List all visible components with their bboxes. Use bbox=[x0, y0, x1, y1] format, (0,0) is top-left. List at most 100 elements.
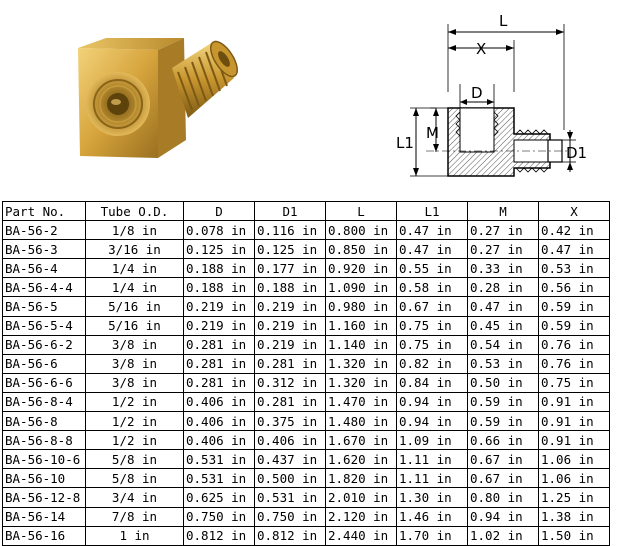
cell-l1: 0.82 in bbox=[396, 353, 468, 374]
cell-l: 1.620 in bbox=[325, 449, 397, 470]
cell-l1: 1.11 in bbox=[396, 468, 468, 489]
cell-d: 0.219 in bbox=[183, 315, 255, 336]
cell-part-no: BA-56-6 bbox=[2, 353, 86, 374]
cell-tube-od: 3/16 in bbox=[85, 239, 184, 260]
cell-tube-od: 3/8 in bbox=[85, 334, 184, 355]
cell-part-no: BA-56-8-8 bbox=[2, 430, 86, 451]
product-header-area: L X D M bbox=[0, 0, 617, 200]
cell-part-no: BA-56-12-8 bbox=[2, 487, 86, 508]
cell-part-no: BA-56-8 bbox=[2, 411, 86, 432]
cell-l1: 0.94 in bbox=[396, 411, 468, 432]
cell-d1: 0.188 in bbox=[254, 277, 326, 298]
header-m: M bbox=[467, 200, 539, 222]
cell-part-no: BA-56-8-4 bbox=[2, 391, 86, 413]
cell-x: 0.75 in bbox=[538, 372, 610, 393]
label-X: X bbox=[476, 40, 486, 58]
cell-m: 0.27 in bbox=[467, 220, 539, 241]
cell-d: 0.406 in bbox=[183, 430, 255, 451]
cell-tube-od: 1/2 in bbox=[85, 430, 184, 451]
cell-x: 1.25 in bbox=[538, 487, 610, 508]
cell-tube-od: 1/4 in bbox=[85, 258, 184, 279]
cell-d: 0.188 in bbox=[183, 277, 255, 298]
cell-tube-od: 1/4 in bbox=[85, 277, 184, 298]
cell-l1: 0.84 in bbox=[396, 372, 468, 393]
cell-d1: 0.437 in bbox=[254, 449, 326, 470]
cell-l: 1.820 in bbox=[325, 468, 397, 489]
cell-l1: 0.94 in bbox=[396, 391, 468, 413]
cell-part-no: BA-56-3 bbox=[2, 239, 86, 260]
label-L: L bbox=[499, 12, 508, 30]
cell-d: 0.531 in bbox=[183, 449, 255, 470]
cell-d1: 0.812 in bbox=[254, 525, 326, 546]
cell-x: 0.59 in bbox=[538, 315, 610, 336]
cell-l1: 0.75 in bbox=[396, 315, 468, 336]
cell-l: 1.140 in bbox=[325, 334, 397, 355]
cell-x: 0.56 in bbox=[538, 277, 610, 298]
cell-d1: 0.406 in bbox=[254, 430, 326, 451]
cell-l1: 0.75 in bbox=[396, 334, 468, 355]
cell-d: 0.625 in bbox=[183, 487, 255, 508]
label-M: M bbox=[426, 124, 439, 142]
cell-d1: 0.125 in bbox=[254, 239, 326, 260]
cell-m: 0.67 in bbox=[467, 468, 539, 489]
header-d: D bbox=[183, 200, 255, 222]
cell-m: 0.59 in bbox=[467, 391, 539, 413]
cell-m: 0.54 in bbox=[467, 334, 539, 355]
cell-l: 1.090 in bbox=[325, 277, 397, 298]
cell-m: 0.45 in bbox=[467, 315, 539, 336]
cell-m: 0.59 in bbox=[467, 411, 539, 432]
cell-d1: 0.531 in bbox=[254, 487, 326, 508]
cell-l: 0.920 in bbox=[325, 258, 397, 279]
table-header-row: Part No. Tube O.D. D D1 L L1 M X bbox=[2, 200, 610, 222]
cell-x: 0.47 in bbox=[538, 239, 610, 260]
cell-l1: 1.11 in bbox=[396, 449, 468, 470]
header-l1: L1 bbox=[396, 200, 468, 222]
cell-l: 2.120 in bbox=[325, 506, 397, 527]
cell-tube-od: 1/8 in bbox=[85, 220, 184, 241]
cell-d1: 0.750 in bbox=[254, 506, 326, 527]
cell-tube-od: 1 in bbox=[85, 525, 184, 546]
header-d1: D1 bbox=[254, 200, 326, 222]
cell-l: 1.320 in bbox=[325, 353, 397, 374]
cell-l: 0.800 in bbox=[325, 220, 397, 241]
cell-l1: 0.55 in bbox=[396, 258, 468, 279]
cell-d1: 0.500 in bbox=[254, 468, 326, 489]
cell-part-no: BA-56-6-6 bbox=[2, 372, 86, 393]
cell-d1: 0.177 in bbox=[254, 258, 326, 279]
cell-l: 1.160 in bbox=[325, 315, 397, 336]
cell-l: 2.010 in bbox=[325, 487, 397, 508]
label-D1: D1 bbox=[566, 144, 587, 162]
cell-l1: 1.30 in bbox=[396, 487, 468, 508]
cell-x: 0.42 in bbox=[538, 220, 610, 241]
header-tube-od: Tube O.D. bbox=[85, 200, 184, 222]
cell-tube-od: 7/8 in bbox=[85, 506, 184, 527]
cell-m: 0.47 in bbox=[467, 296, 539, 317]
cell-d: 0.750 in bbox=[183, 506, 255, 527]
cell-tube-od: 5/8 in bbox=[85, 468, 184, 489]
cell-d: 0.219 in bbox=[183, 296, 255, 317]
cell-d: 0.531 in bbox=[183, 468, 255, 489]
cell-d1: 0.281 in bbox=[254, 391, 326, 413]
cell-d1: 0.219 in bbox=[254, 315, 326, 336]
cell-l1: 1.70 in bbox=[396, 525, 468, 546]
cell-tube-od: 1/2 in bbox=[85, 391, 184, 413]
cell-tube-od: 5/16 in bbox=[85, 315, 184, 336]
header-x: X bbox=[538, 200, 610, 222]
cell-part-no: BA-56-4 bbox=[2, 258, 86, 279]
cell-l1: 0.47 in bbox=[396, 220, 468, 241]
cell-l: 2.440 in bbox=[325, 525, 397, 546]
cell-x: 0.53 in bbox=[538, 258, 610, 279]
cell-part-no: BA-56-2 bbox=[2, 220, 86, 241]
cell-m: 0.80 in bbox=[467, 487, 539, 508]
cell-d1: 0.219 in bbox=[254, 334, 326, 355]
cell-d1: 0.375 in bbox=[254, 411, 326, 432]
